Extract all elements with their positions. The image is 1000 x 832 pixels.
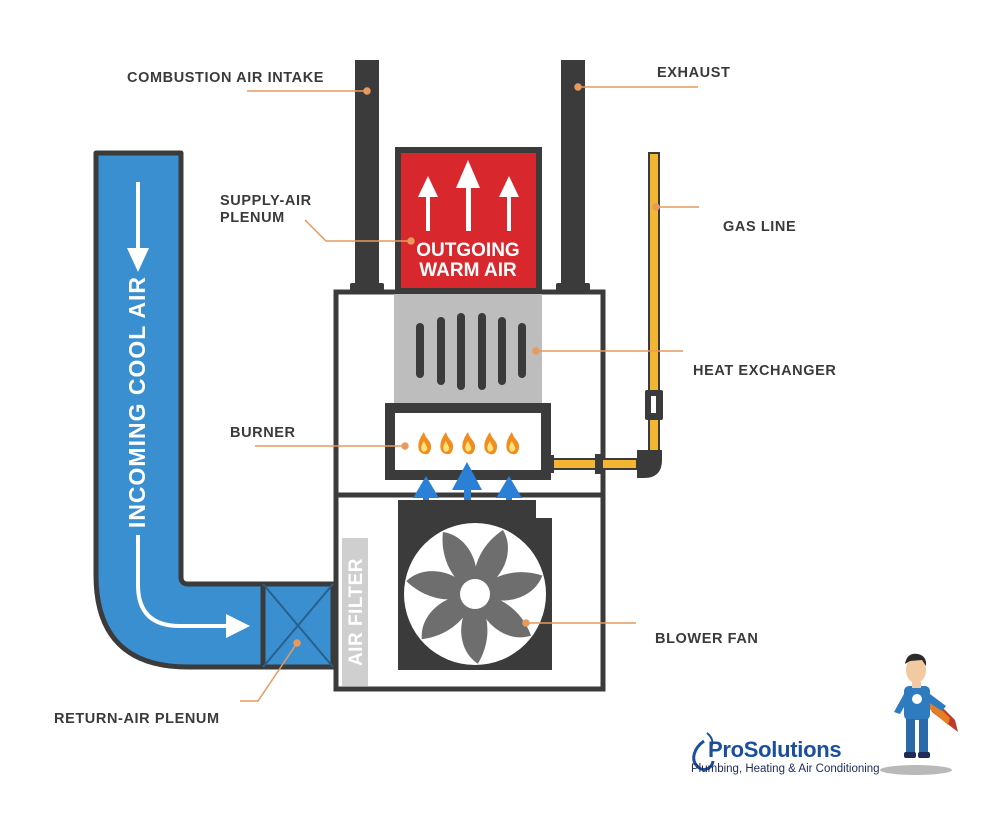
label-return-air-plenum: RETURN-AIR PLENUM xyxy=(54,711,220,727)
curved-arrow-icon xyxy=(136,535,250,638)
logo-tagline: Plumbing, Heating & Air Conditioning xyxy=(691,763,880,775)
label-supply-air-plenum-line1: SUPPLY-AIR xyxy=(220,193,312,209)
outgoing-warm-air-line1: OUTGOING xyxy=(416,240,519,261)
label-combustion-air-intake: COMBUSTION AIR INTAKE xyxy=(127,70,325,86)
label-exhaust: EXHAUST xyxy=(657,65,731,81)
label-supply-air-plenum-line2: PLENUM xyxy=(220,210,285,226)
exhaust-pipe xyxy=(561,60,585,292)
heat-exchanger-fins xyxy=(416,313,526,390)
gas-line xyxy=(545,152,663,478)
fan-blades xyxy=(406,530,543,664)
logo-name: ProSolutions xyxy=(708,737,842,762)
incoming-air-duct xyxy=(93,150,266,670)
label-heat-exchanger: HEAT EXCHANGER xyxy=(693,363,837,379)
mascot-icon xyxy=(880,653,958,775)
down-arrow-icon xyxy=(127,182,149,272)
flame-icon xyxy=(418,432,520,455)
air-filter xyxy=(342,538,368,686)
warm-air-arrows-icon xyxy=(418,160,519,231)
air-filter-text: AIR FILTER xyxy=(346,558,367,666)
label-blower-fan: BLOWER FAN xyxy=(655,631,759,647)
leader-lines xyxy=(240,83,699,702)
logo-drop-icon xyxy=(692,732,715,771)
incoming-cool-air-text: INCOMING COOL AIR xyxy=(124,276,150,528)
label-burner: BURNER xyxy=(230,425,296,441)
combustion-air-intake-pipe xyxy=(355,60,379,292)
outgoing-warm-air-line2: WARM AIR xyxy=(419,260,517,281)
label-gas-line: GAS LINE xyxy=(723,219,797,235)
